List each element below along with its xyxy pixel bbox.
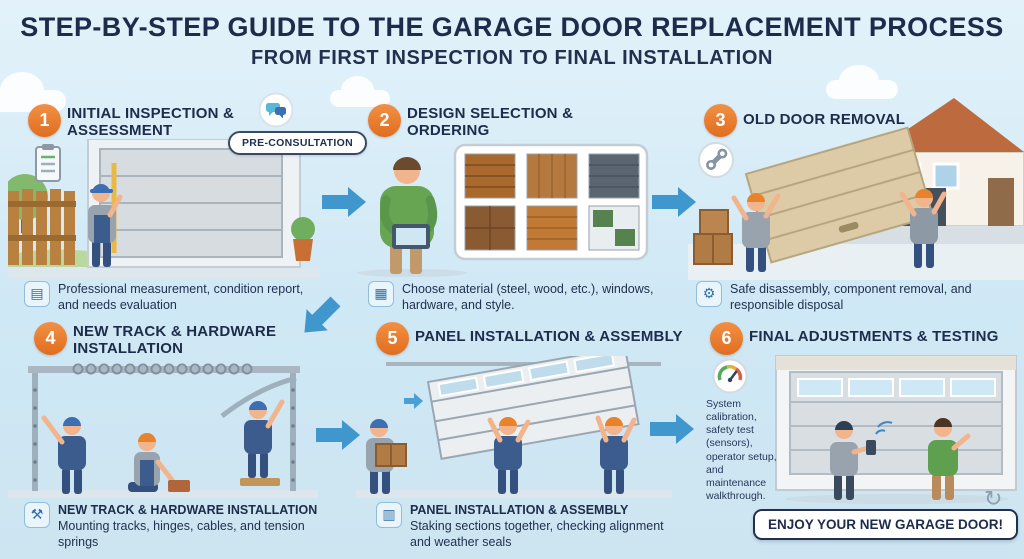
step-2-caption: Choose material (steel, wood, etc.), win… [402, 282, 654, 312]
chat-bubble-icon [258, 92, 294, 133]
step-2-illustration [357, 143, 649, 277]
step-6-title: FINAL ADJUSTMENTS & TESTING [749, 328, 999, 345]
cloud-icon [0, 72, 66, 112]
step-2-title: DESIGN SELECTION & ORDERING [407, 105, 574, 139]
removal-worker-right [899, 189, 947, 268]
boxes [693, 209, 733, 265]
pre-consultation-badge: PRE-CONSULTATION [228, 131, 367, 155]
arrow-right-icon [322, 187, 366, 217]
step-5-number: 5 [376, 322, 409, 355]
header: STEP-BY-STEP GUIDE TO THE GARAGE DOOR RE… [0, 12, 1024, 70]
step-1-number: 1 [28, 104, 61, 137]
worker-left [41, 415, 86, 494]
page-subtitle: FROM FIRST INSPECTION TO FINAL INSTALLAT… [250, 47, 774, 69]
step-1-caption: Professional measurement, condition repo… [58, 282, 304, 312]
step-5-caption-title: PANEL INSTALLATION & ASSEMBLY [410, 503, 629, 517]
refresh-watermark-icon: ↻ [984, 486, 1003, 511]
step-6-illustration [775, 355, 1017, 504]
worker-kneeling [128, 433, 190, 492]
step-3-caption: Safe disassembly, component removal, and… [730, 282, 972, 312]
page-title: STEP-BY-STEP GUIDE TO THE GARAGE DOOR RE… [20, 12, 1004, 42]
step-3-number: 3 [704, 104, 737, 137]
gear-icon: ⚙ [696, 281, 722, 307]
step-4-title: NEW TRACK & HARDWARE INSTALLATION [73, 323, 277, 357]
curved-track [220, 375, 297, 418]
step-6-note: System calibration, safety test (sensors… [706, 398, 777, 502]
old-garage-door [744, 126, 935, 264]
torsion-spring [72, 363, 253, 375]
garage-door [99, 148, 283, 258]
customer-with-tablet [380, 157, 438, 274]
removal-worker-left [731, 193, 781, 272]
step-6-number: 6 [710, 322, 743, 355]
potted-plant [291, 217, 315, 261]
step-5-caption: Staking sections together, checking alig… [410, 519, 664, 549]
step-1-title: INITIAL INSPECTION & ASSESSMENT [67, 105, 235, 139]
enjoy-badge: ENJOY YOUR NEW GARAGE DOOR! [753, 509, 1019, 540]
clipboard-icon [35, 144, 61, 182]
happy-customer [928, 418, 971, 500]
step-5-title: PANEL INSTALLATION & ASSEMBLY [415, 328, 683, 345]
door-icon: ▦ [368, 281, 394, 307]
panels-icon: ▥ [376, 502, 402, 528]
box-carrier-worker [366, 419, 407, 494]
fence [8, 189, 76, 265]
worker-right [240, 399, 285, 486]
step-4-illustration [8, 363, 318, 498]
step-4-caption-title: NEW TRACK & HARDWARE INSTALLATION [58, 503, 318, 517]
lifting-worker-right [595, 415, 637, 494]
inspector-worker [88, 184, 123, 267]
arrow-right-icon [652, 187, 696, 217]
step-4-caption: Mounting tracks, hinges, cables, and ten… [58, 519, 305, 549]
step-5-illustration [356, 356, 672, 498]
step-3-illustration [688, 98, 1024, 280]
cloud-icon [826, 64, 898, 99]
tools-icon: ⚒ [24, 502, 50, 528]
document-icon: ▤ [24, 281, 50, 307]
new-garage-door [775, 355, 1017, 491]
small-arrow-icon [404, 393, 423, 409]
step-1-illustration [8, 139, 320, 279]
new-door-panel [426, 356, 640, 460]
lifting-worker-middle [487, 417, 531, 494]
step-3-title: OLD DOOR REMOVAL [743, 111, 906, 128]
arrow-right-icon [316, 420, 360, 450]
gauge-icon [712, 358, 748, 399]
left-track [32, 373, 38, 491]
arrow-right-icon [650, 414, 694, 444]
technician [830, 421, 893, 500]
door-style-panel [453, 143, 649, 261]
right-track [290, 373, 296, 491]
step-2-number: 2 [368, 104, 401, 137]
wrench-icon [698, 142, 734, 178]
step-4-number: 4 [34, 322, 67, 355]
arrow-down-left-icon [304, 296, 341, 333]
cloud-icon [330, 76, 390, 107]
